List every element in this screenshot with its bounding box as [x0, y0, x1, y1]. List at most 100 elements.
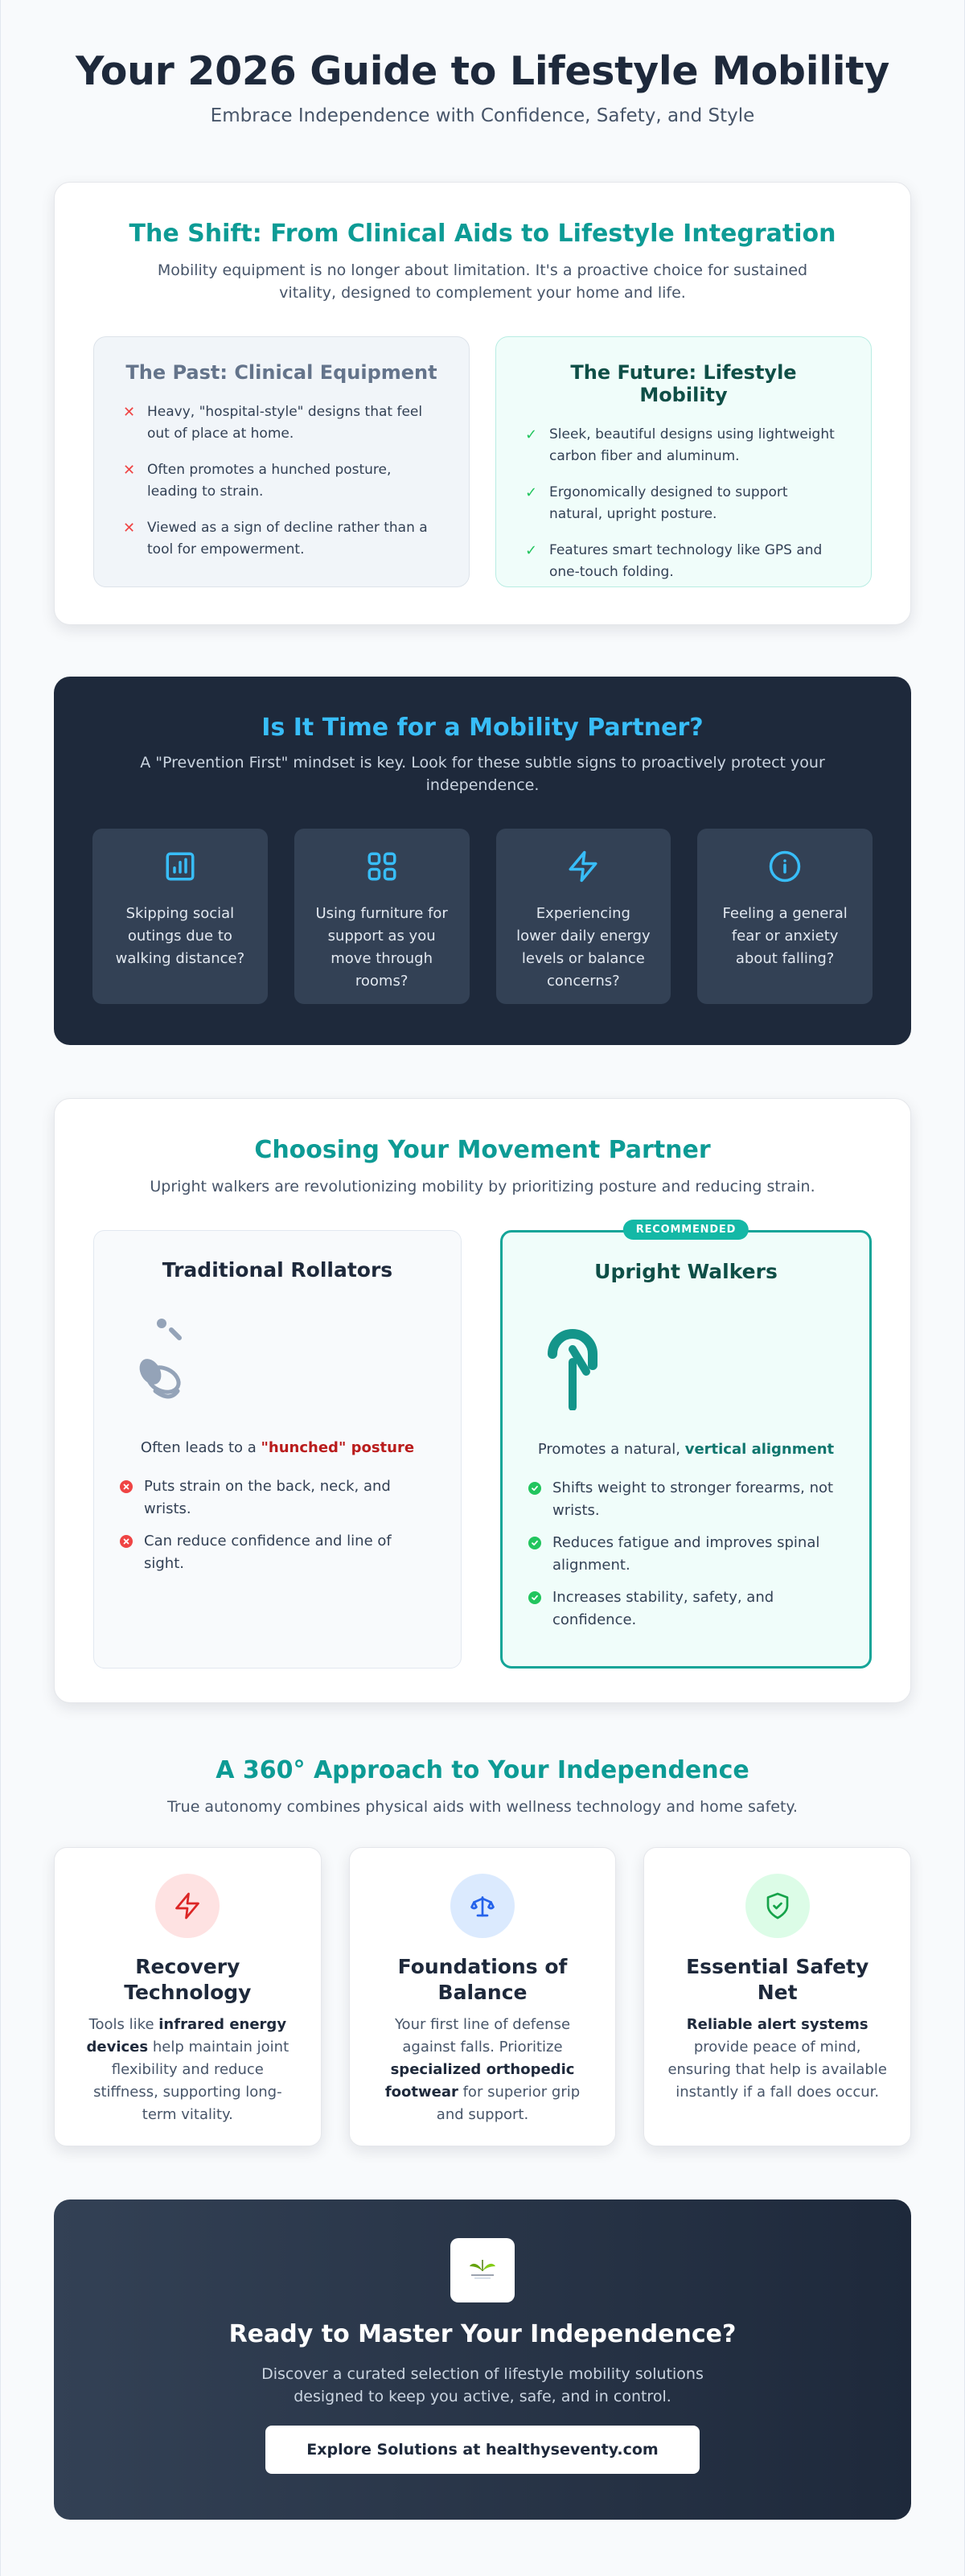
traditional-rollator-card: Traditional Rollators Often leads to a "…: [93, 1230, 462, 1669]
sign-text: Using furniture for support as you move …: [315, 905, 448, 990]
text-span: for superior grip and support.: [436, 2084, 581, 2123]
grid-icon: [368, 852, 396, 881]
approach-grid: Recovery Technology Tools like infrared …: [54, 1847, 912, 2146]
traditional-tagline: Often leads to a "hunched" posture: [120, 1439, 435, 1456]
explore-solutions-button[interactable]: Explore Solutions at healthyseventy.com: [265, 2426, 700, 2474]
page-title: Your 2026 Guide to Lifestyle Mobility: [76, 48, 889, 94]
tagline-text: Often leads to a: [140, 1439, 261, 1456]
list-item: ✕Viewed as a sign of decline rather than…: [123, 517, 440, 561]
info-icon: [769, 850, 801, 883]
brand-logo: [450, 2238, 515, 2302]
text-emphasis: specialized orthopedic footwear: [384, 2061, 575, 2101]
x-circle-icon: [120, 1480, 133, 1493]
past-title: The Past: Clinical Equipment: [125, 361, 437, 384]
x-icon: ✕: [123, 404, 136, 421]
safety-title: Essential Safety Net: [686, 1955, 869, 2004]
leaf-logo-icon: [470, 2260, 495, 2279]
check-circle-icon: [528, 1482, 541, 1495]
signs-grid: Skipping social outings due to walking d…: [92, 829, 873, 1004]
traditional-title: Traditional Rollators: [162, 1258, 393, 1282]
text-span: Tools like: [88, 2016, 159, 2033]
list-item-text: Sleek, beautiful designs using lightweig…: [549, 426, 835, 464]
future-column: The Future: Lifestyle Mobility ✓ Sleek, b…: [495, 336, 872, 587]
partner-section: Choosing Your Movement Partner Upright w…: [54, 1098, 911, 1703]
recovery-technology-card: Recovery Technology Tools like infrared …: [54, 1847, 322, 2146]
recovery-title: Recovery Technology: [124, 1955, 252, 2004]
list-item-text: Shifts weight to stronger forearms, not …: [552, 1479, 834, 1519]
shift-title: The Shift: From Clinical Aids to Lifesty…: [129, 220, 836, 248]
list-item: ✕ Heavy, "hospital-style" designs that fe…: [123, 401, 440, 445]
lightning-icon: [569, 850, 597, 883]
safety-text: Reliable alert systems provide peace of …: [667, 2014, 888, 2104]
list-item: Increases stability, safety, and confide…: [528, 1586, 844, 1632]
sign-text: Feeling a general fear or anxiety about …: [722, 905, 848, 967]
balance-icon-circle: [450, 1874, 515, 1938]
balance-card: Foundations of Balance Your first line o…: [348, 1847, 617, 2146]
list-item: ✓ Sleek, beautiful designs using lightwei…: [525, 424, 842, 467]
check-icon: ✓: [525, 484, 538, 501]
check-icon: ✓: [525, 426, 538, 443]
list-item-text: Can reduce confidence and line of sight.: [144, 1533, 392, 1572]
sign-card: Skipping social outings due to walking d…: [92, 829, 268, 1004]
balance-title: Foundations of Balance: [397, 1955, 568, 2004]
cta-title: Ready to Master Your Independence?: [228, 2320, 737, 2348]
list-item-text: Reduces fatigue and improves spinal alig…: [552, 1534, 820, 1574]
partner-title: Choosing Your Movement Partner: [254, 1136, 711, 1164]
upright-title: Upright Walkers: [594, 1260, 778, 1283]
partner-lede: Upright walkers are revolutionizing mobi…: [150, 1178, 815, 1195]
lightning-icon: [175, 1892, 200, 1920]
list-item-text: Features smart technology like GPS and o…: [549, 542, 823, 580]
list-item-text: Increases stability, safety, and confide…: [552, 1589, 774, 1628]
sign-card: Experiencing lower daily energy levels o…: [495, 829, 671, 1004]
list-item: Shifts weight to stronger forearms, not …: [528, 1477, 844, 1522]
upright-list: Shifts weight to stronger forearms, not …: [528, 1477, 844, 1632]
signs-lede: A "Prevention First" mindset is key. Loo…: [140, 754, 825, 794]
text-emphasis: infrared energy devices: [86, 2016, 287, 2055]
list-item: Puts strain on the back, neck, and wrist…: [120, 1475, 435, 1520]
tagline-emphasis: vertical alignment: [684, 1441, 835, 1458]
hunched-figure-icon: [139, 1319, 182, 1399]
tagline-text: Promotes a natural,: [537, 1441, 685, 1458]
future-title: The Future: Lifestyle Mobility: [570, 361, 797, 406]
list-item: ✓ Ergonomically designed to support natur…: [525, 482, 842, 525]
page-subtitle: Embrace Independence with Confidence, Sa…: [210, 105, 755, 126]
bar-chart-icon: [166, 852, 195, 881]
list-item: ✓ Features smart technology like GPS and …: [525, 540, 842, 583]
cta-text: Discover a curated selection of lifestyl…: [261, 2365, 704, 2405]
recovery-icon-circle: [155, 1874, 220, 1938]
check-icon: ✓: [525, 542, 538, 559]
balance-scale-icon: [470, 1896, 495, 1917]
upright-walker-card: RECOMMENDED Upright Walkers Promotes a n…: [500, 1220, 872, 1669]
tagline-emphasis: "hunched" posture: [261, 1439, 415, 1456]
past-list: ✕ Heavy, "hospital-style" designs that fe…: [123, 401, 440, 561]
text-emphasis: Reliable alert systems: [686, 2016, 868, 2033]
sign-text: Experiencing lower daily energy levels o…: [516, 905, 651, 990]
list-item-text: Puts strain on the back, neck, and wrist…: [144, 1478, 391, 1517]
upright-tagline: Promotes a natural, vertical alignment: [528, 1441, 844, 1458]
list-item: Can reduce confidence and line of sight.: [120, 1530, 435, 1575]
hero-header: Your 2026 Guide to Lifestyle Mobility Em…: [54, 0, 911, 182]
sign-card: Using furniture for support as you move …: [294, 829, 470, 1004]
safety-net-card: Essential Safety Net Reliable alert syst…: [643, 1847, 912, 2146]
x-icon: ✕: [123, 462, 136, 479]
list-item: Reduces fatigue and improves spinal alig…: [528, 1532, 844, 1577]
shift-lede: Mobility equipment is no longer about li…: [157, 261, 808, 302]
safety-icon-circle: [745, 1874, 810, 1938]
future-list: ✓ Sleek, beautiful designs using lightwei…: [525, 424, 842, 583]
recommended-badge: RECOMMENDED: [622, 1220, 749, 1240]
x-circle-icon: [120, 1535, 133, 1548]
text-span: Your first line of defense against falls…: [394, 2016, 571, 2055]
text-span: help maintain joint flexibility and redu…: [93, 2039, 290, 2123]
list-item-text: Ergonomically designed to support natura…: [549, 484, 788, 522]
list-item-text: Heavy, "hospital-style" designs that fee…: [147, 404, 423, 442]
sign-text: Skipping social outings due to walking d…: [115, 905, 245, 967]
traditional-list: Puts strain on the back, neck, and wrist…: [120, 1475, 435, 1575]
shift-columns: The Past: Clinical Equipment ✕ Heavy, "ho…: [93, 336, 872, 587]
approach-title: A 360° Approach to Your Independence: [216, 1756, 749, 1784]
past-column: The Past: Clinical Equipment ✕ Heavy, "ho…: [93, 336, 470, 587]
shield-check-icon: [766, 1892, 789, 1920]
sign-card: Feeling a general fear or anxiety about …: [697, 829, 873, 1004]
check-circle-icon: [528, 1591, 541, 1604]
check-circle-icon: [528, 1537, 541, 1549]
